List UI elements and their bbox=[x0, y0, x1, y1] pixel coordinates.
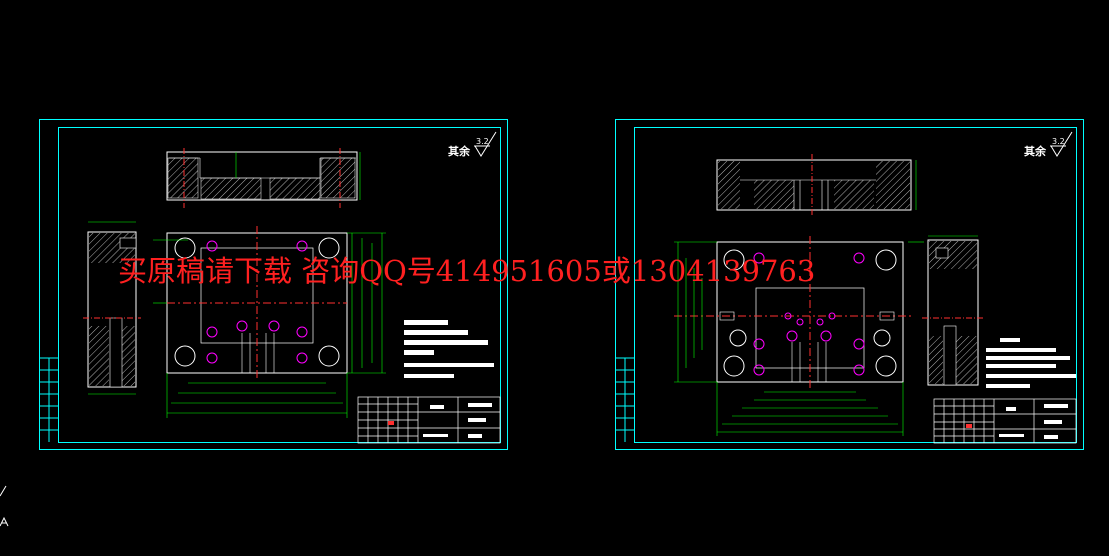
section-view-top bbox=[716, 154, 917, 216]
technical-notes bbox=[404, 320, 494, 378]
inner-frame bbox=[634, 127, 1077, 443]
drawing-sheet-right[interactable]: 其余 3.2 bbox=[614, 118, 1086, 452]
outer-frame bbox=[615, 119, 1084, 450]
inner-frame bbox=[58, 127, 501, 443]
revision-strip bbox=[40, 357, 58, 442]
title-block bbox=[357, 396, 501, 444]
drawing-sheet-left[interactable]: 其余 3.2 bbox=[38, 118, 510, 452]
roughness-value: 3.2 bbox=[1052, 137, 1065, 146]
technical-notes bbox=[986, 338, 1076, 388]
outer-frame bbox=[39, 119, 508, 450]
plan-view bbox=[153, 226, 386, 418]
revision-strip bbox=[616, 357, 634, 442]
plan-view bbox=[674, 236, 924, 436]
roughness-label: 其余 bbox=[1024, 144, 1047, 158]
ucs-axis-icon bbox=[0, 485, 9, 527]
roughness-label: 其余 bbox=[448, 144, 471, 158]
section-view-left bbox=[83, 221, 141, 395]
roughness-symbol bbox=[474, 131, 497, 157]
roughness-symbol bbox=[1050, 131, 1073, 157]
section-view-top bbox=[166, 148, 361, 208]
title-block bbox=[933, 398, 1077, 444]
section-view-right bbox=[922, 235, 984, 386]
roughness-value: 3.2 bbox=[476, 137, 489, 146]
